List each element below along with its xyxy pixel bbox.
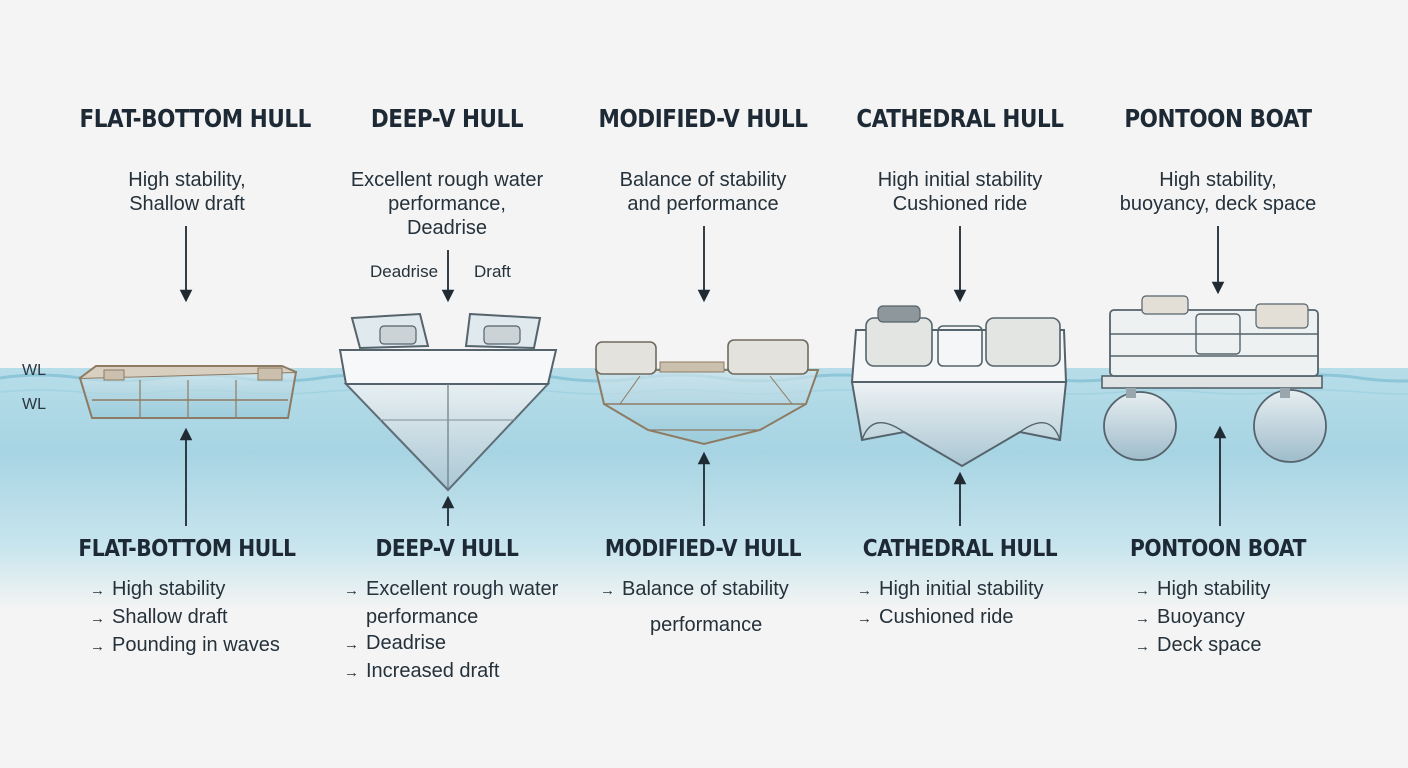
cathedral-hull-title: CATHEDRAL HULL <box>856 104 1064 133</box>
cathedral-hull-bullets: →High initial stability →Cushioned ride <box>857 576 1097 632</box>
deep-v-hull-bullets: →Excellent rough water performance →Dead… <box>344 576 584 686</box>
flat-bottom-hull-description: High stability, Shallow draft <box>128 169 246 215</box>
pontoon-boat-bullets: →High stability →Buoyancy →Deck space <box>1135 576 1375 660</box>
waterline-label-upper: WL <box>22 362 46 379</box>
deadrise-label: Deadrise <box>370 262 439 281</box>
list-item-continuation: performance <box>650 614 763 636</box>
deep-v-hull-drawing <box>338 312 558 492</box>
deep-v-hull-title: DEEP-V HULL <box>370 104 524 133</box>
list-item: →High initial stability <box>857 576 1097 604</box>
modified-v-hull-title: MODIFIED-V HULL <box>598 104 808 133</box>
modified-v-hull-bullets: →Balance of stability performance <box>600 576 840 638</box>
list-item: →High stability <box>90 576 330 604</box>
list-item: →High stability <box>1135 576 1375 604</box>
list-item: →Balance of stability <box>600 576 840 604</box>
arrow-right-icon: → <box>90 582 105 599</box>
list-item: →Pounding in waves <box>90 632 330 660</box>
arrow-right-icon: → <box>344 636 359 653</box>
deep-v-hull-bottom-title: DEEP-V HULL <box>375 536 519 562</box>
modified-v-hull-drawing <box>594 339 820 446</box>
list-item: →Cushioned ride <box>857 604 1097 632</box>
pontoon-boat-description: High stability, buoyancy, deck space <box>1119 169 1317 215</box>
pontoon-boat-title: PONTOON BOAT <box>1124 104 1312 133</box>
pontoon-boat-drawing <box>1101 295 1327 463</box>
list-item: →Shallow draft <box>90 604 330 632</box>
flat-bottom-hull-drawing <box>78 365 298 419</box>
waterline-label-lower: WL <box>22 396 46 413</box>
arrow-right-icon: → <box>344 664 359 681</box>
list-item: →Buoyancy <box>1135 604 1375 632</box>
pontoon-boat-bottom-title: PONTOON BOAT <box>1130 536 1306 562</box>
arrow-right-icon: → <box>1135 582 1150 599</box>
cathedral-hull-description: High initial stability Cushioned ride <box>877 169 1043 215</box>
list-item-continuation: performance <box>366 606 479 628</box>
flat-bottom-hull-bullets: →High stability →Shallow draft →Pounding… <box>90 576 330 660</box>
modified-v-hull-description: Balance of stability and performance <box>619 169 787 215</box>
arrow-right-icon: → <box>857 610 872 627</box>
modified-v-hull-bottom-title: MODIFIED-V HULL <box>604 536 802 562</box>
arrow-right-icon: → <box>1135 610 1150 627</box>
cathedral-hull-drawing <box>850 305 1068 468</box>
list-item: →Excellent rough water <box>344 576 584 604</box>
arrow-right-icon: → <box>90 638 105 655</box>
list-item: →Deadrise <box>344 630 584 658</box>
arrow-right-icon: → <box>90 610 105 627</box>
arrow-right-icon: → <box>1135 638 1150 655</box>
list-item: →Deck space <box>1135 632 1375 660</box>
list-item: →Increased draft <box>344 658 584 686</box>
arrow-right-icon: → <box>344 582 359 599</box>
draft-label: Draft <box>474 262 511 281</box>
flat-bottom-hull-title: FLAT-BOTTOM HULL <box>79 104 312 133</box>
deep-v-hull-description: Excellent rough water performance, Deadr… <box>350 169 544 239</box>
arrow-right-icon: → <box>600 582 615 599</box>
arrow-right-icon: → <box>857 582 872 599</box>
flat-bottom-hull-bottom-title: FLAT-BOTTOM HULL <box>78 536 296 562</box>
cathedral-hull-bottom-title: CATHEDRAL HULL <box>862 536 1058 562</box>
